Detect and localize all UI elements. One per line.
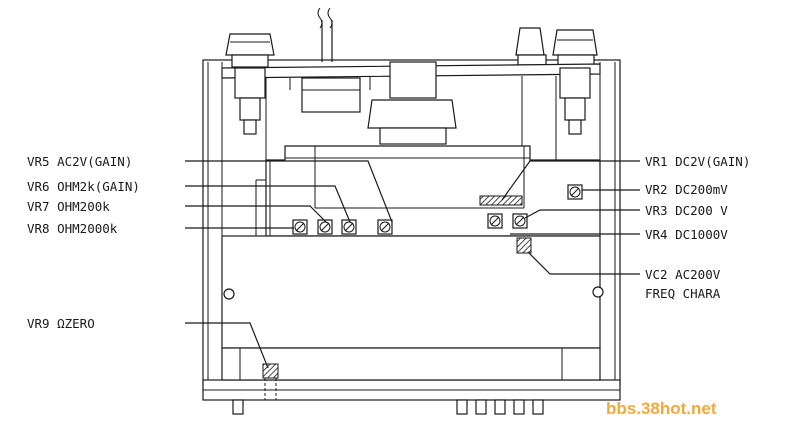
- transformer: [367, 61, 457, 145]
- label-vr2: VR2 DC200mV: [645, 182, 728, 197]
- label-vr9: VR9 ΩZERO: [27, 316, 95, 331]
- left-jack: [234, 67, 266, 135]
- connector-block: [301, 77, 361, 113]
- vr9-hatched-component: [262, 363, 279, 379]
- label-vr5: VR5 AC2V(GAIN): [27, 154, 132, 169]
- main-pcb-upper: [255, 145, 601, 237]
- label-vr3: VR3 DC200 V: [645, 203, 728, 218]
- trimmer-vr4: [487, 213, 503, 229]
- power-cable: [317, 7, 333, 62]
- label-vc2-line2: FREQ CHARA: [645, 286, 721, 301]
- trimmer-vr5: [377, 219, 393, 235]
- label-vr4: VR4 DC1000V: [645, 227, 728, 242]
- left-knob: [225, 33, 275, 68]
- right-knob-2: [552, 29, 598, 66]
- bottom-connectors: [232, 399, 544, 415]
- label-vr7: VR7 OHM200k: [27, 199, 110, 214]
- trimmer-vr7: [317, 219, 333, 235]
- right-knob-1: [515, 27, 547, 66]
- right-jack: [559, 67, 591, 135]
- trimmer-vr8: [292, 219, 308, 235]
- trimmer-vr2: [567, 184, 583, 200]
- vr1-hatched-component: [479, 195, 523, 206]
- vc2-hatched-component: [516, 237, 532, 254]
- label-vc2-line1: VC2 AC200V: [645, 267, 721, 282]
- trimmer-vr6: [341, 219, 357, 235]
- watermark: bbs.38hot.net: [606, 399, 717, 418]
- label-vr6: VR6 OHM2k(GAIN): [27, 179, 140, 194]
- label-vr1: VR1 DC2V(GAIN): [645, 154, 750, 169]
- leader-lines-right: [501, 160, 640, 275]
- label-vr8: VR8 OHM2000k: [27, 221, 118, 236]
- leader-lines-left: [185, 160, 393, 369]
- trimmer-vr3: [512, 213, 528, 229]
- main-pcb-lower: [221, 235, 604, 381]
